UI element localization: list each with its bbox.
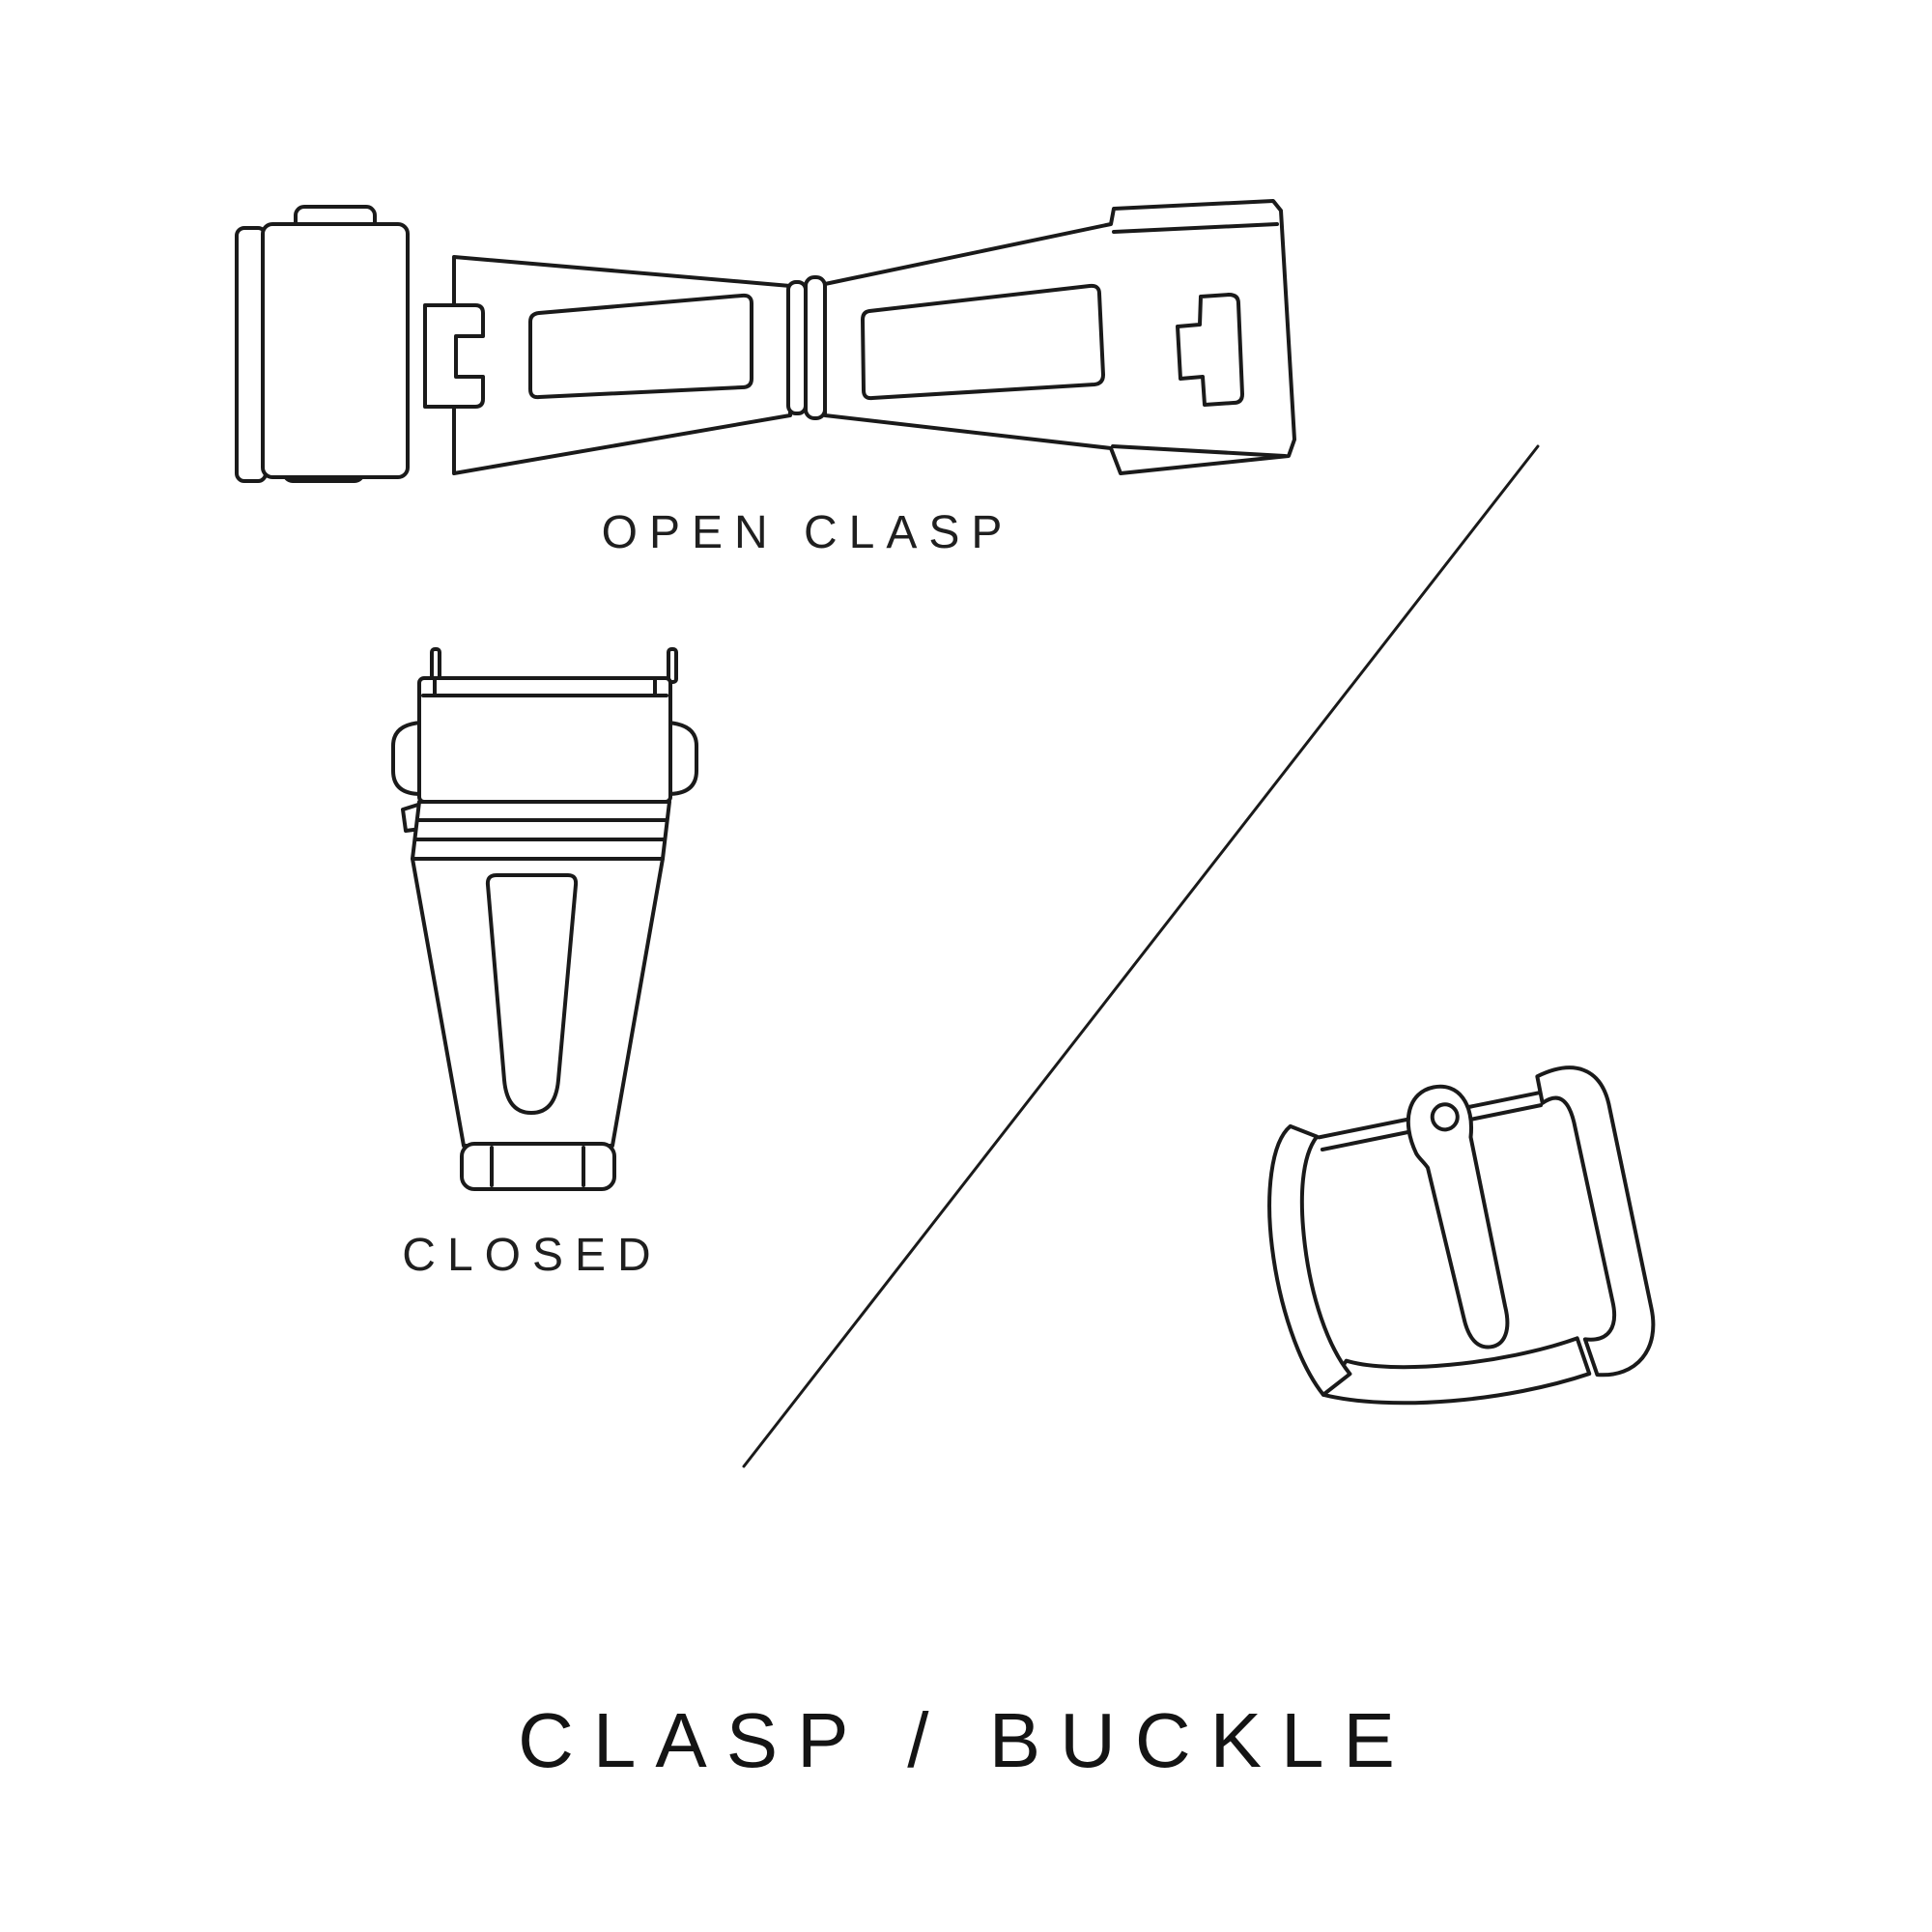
buckle-loop-ring — [1430, 1102, 1460, 1132]
closed-clasp-ear-right — [666, 721, 698, 796]
closed-clasp-ear-left — [391, 721, 423, 796]
buckle-tongue — [1406, 1084, 1510, 1350]
open-clasp-illustration — [235, 199, 1296, 483]
closed-clasp-end-cap — [460, 1142, 616, 1191]
buckle-illustration — [1267, 1065, 1656, 1406]
open-clasp-tab — [423, 303, 485, 409]
open-clasp-left-arm — [452, 255, 792, 475]
open-clasp-endlink-bottom-line — [1111, 444, 1287, 458]
open-clasp-right-window — [861, 283, 1105, 401]
page-title: CLASP / BUCKLE — [518, 1697, 1414, 1783]
buckle-right-wing — [1535, 1065, 1656, 1378]
closed-clasp-band — [411, 800, 671, 861]
closed-clasp-slot — [485, 873, 579, 1115]
closed-clasp-body — [411, 857, 665, 1148]
open-clasp-endlink-top-line — [1112, 222, 1279, 234]
open-clasp-catch — [1176, 293, 1244, 407]
closed-clasp-caption: CLOSED — [402, 1230, 663, 1281]
open-clasp-left-window — [528, 293, 753, 400]
closed-clasp-prong-right — [667, 647, 678, 684]
open-clasp-hinge-left — [786, 280, 808, 415]
buckle-left-wing — [1267, 1123, 1352, 1397]
open-clasp-fold-body — [261, 222, 410, 479]
closed-clasp-illustration — [391, 647, 698, 1191]
open-clasp-caption: OPEN CLASP — [601, 507, 1014, 558]
open-clasp-hinge-right — [804, 275, 827, 420]
open-clasp-right-arm — [823, 199, 1296, 475]
divider-line — [742, 444, 1540, 1468]
buckle-bottom-bar — [1321, 1336, 1592, 1406]
